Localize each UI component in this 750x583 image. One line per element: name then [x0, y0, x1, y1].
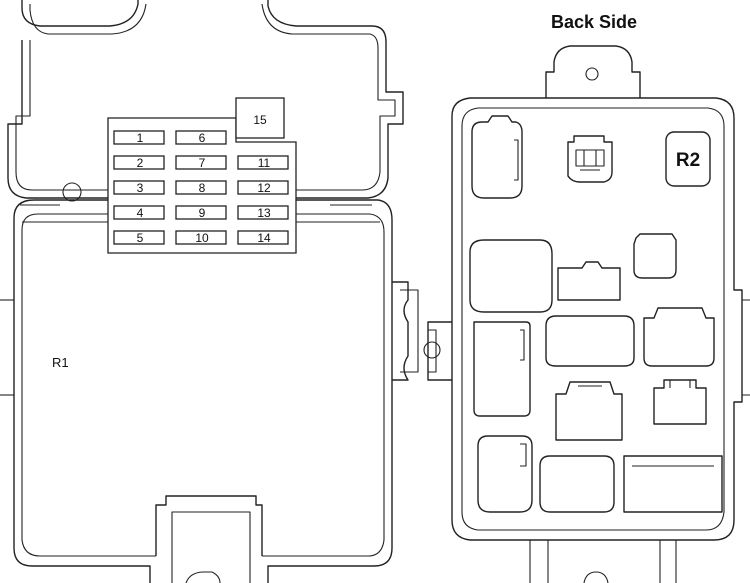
- relay-r1-label: R1: [52, 355, 69, 370]
- fuse-label: 4: [137, 206, 144, 220]
- fuse-slot: [237, 230, 289, 245]
- fuse-label: 14: [257, 231, 271, 245]
- fuse-slot: [113, 130, 165, 145]
- fuse-label: 2: [137, 156, 144, 170]
- front-fuse-block: [0, 0, 419, 583]
- fuse-label: 1: [137, 131, 144, 145]
- fuse-slot: [113, 230, 165, 245]
- fuse-slot: [237, 155, 289, 170]
- fuse-label: 11: [258, 156, 271, 170]
- fuse-label: 13: [257, 206, 271, 220]
- fuse-label: 3: [137, 181, 144, 195]
- fuse-label: 12: [257, 181, 271, 195]
- back-fuse-block: [423, 45, 750, 583]
- back-side-title: Back Side: [551, 12, 637, 32]
- fuse-label: 15: [253, 113, 267, 127]
- fuse-slot: [113, 155, 165, 170]
- fuse-panel: [107, 97, 297, 254]
- fuse-label: 8: [199, 181, 206, 195]
- fuse-slot: [237, 180, 289, 195]
- relay-r2-label: R2: [676, 150, 700, 171]
- fuse-label: 6: [199, 131, 206, 145]
- fuse-label: 10: [195, 231, 209, 245]
- fuse-label: 7: [199, 156, 206, 170]
- fuse-slot: [113, 180, 165, 195]
- fuse-slot: [175, 130, 227, 145]
- fuse-slot: [175, 180, 227, 195]
- fuse-slot: [237, 205, 289, 220]
- fuse-slot: [175, 230, 227, 245]
- fuse-label: 5: [137, 231, 144, 245]
- fuse-slot: [113, 205, 165, 220]
- fuse-slot: [175, 155, 227, 170]
- fuse-slot: [175, 205, 227, 220]
- fuse-label: 9: [199, 206, 206, 220]
